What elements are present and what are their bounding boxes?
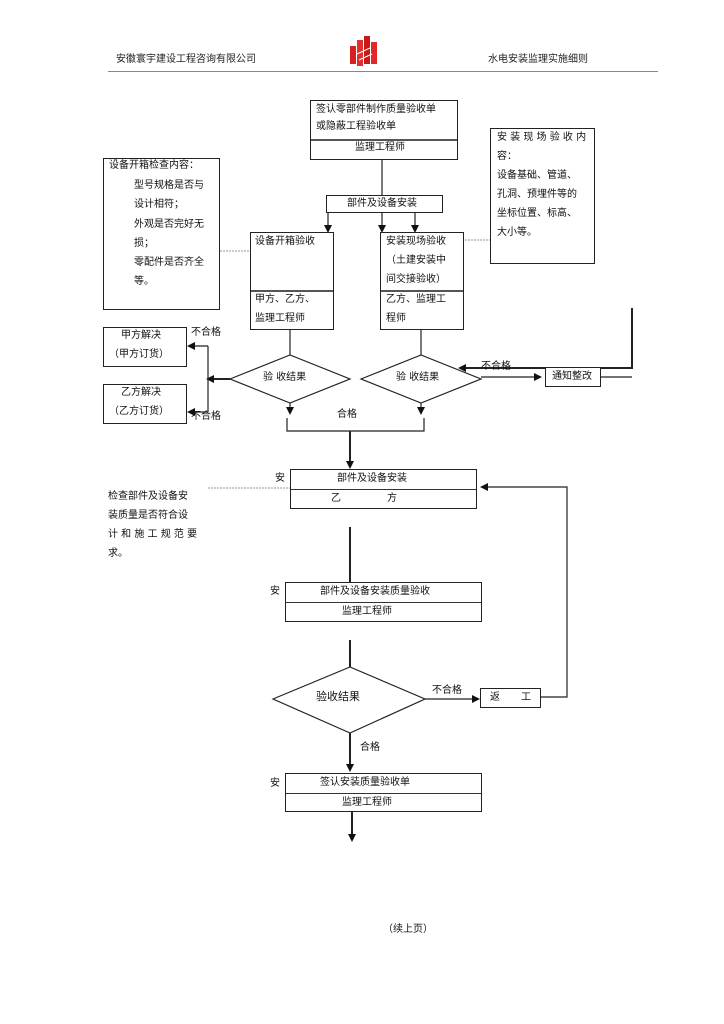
party-b-resolve-box: 乙方解决 （乙方订货） xyxy=(103,384,187,424)
result-bottom-label: 验收结果 xyxy=(316,690,360,703)
pass-label-bottom: 合格 xyxy=(360,742,380,753)
quality-note-line: 检查部件及设备安 xyxy=(108,491,188,502)
decision-diamond-bottom xyxy=(271,666,427,734)
install-side-char: 安 xyxy=(270,586,280,597)
box-text: 甲方解决 xyxy=(121,330,161,341)
pass-label-top: 合格 xyxy=(337,409,357,420)
document-title: 水电安装监理实施细则 xyxy=(488,54,588,65)
quality-acceptance-box: 部件及设备安装质量验收 监理工程师 xyxy=(285,582,482,622)
company-name: 安徽寰宇建设工程咨询有限公司 xyxy=(116,54,256,65)
role-text: 监理工程师 xyxy=(342,606,392,617)
header-divider xyxy=(108,71,658,72)
role-text: 监理工程师 xyxy=(255,313,305,324)
quality-note-line: 求。 xyxy=(108,548,128,559)
box-text: （乙方订货） xyxy=(109,406,169,417)
box-text: 工 xyxy=(521,692,531,703)
box-text: 部件及设备安装 xyxy=(347,198,417,209)
note-line: 设计相符； xyxy=(134,199,184,210)
role-text: 甲方、乙方、 xyxy=(255,294,315,305)
sign-install-acceptance-box: 签认安装质量验收单 监理工程师 xyxy=(285,773,482,812)
box-text: 或隐蔽工程验收单 xyxy=(316,121,396,132)
continued-label: （续上页） xyxy=(383,924,433,935)
role-text: 程师 xyxy=(386,313,406,324)
note-line: 大小等。 xyxy=(497,227,537,238)
note-line: 安 装 现 场 验 收 内 xyxy=(497,132,587,143)
box-text: 通知整改 xyxy=(552,371,592,382)
role-text: 方 xyxy=(387,493,397,504)
box-text: 安装现场验收 xyxy=(386,236,446,247)
note-line: 设备开箱检查内容： xyxy=(109,160,199,171)
box-text: 签认安装质量验收单 xyxy=(320,777,410,788)
role-text: 监理工程师 xyxy=(342,797,392,808)
box-text: （甲方订货） xyxy=(109,349,169,360)
fail-label-rework: 不合格 xyxy=(432,685,462,696)
box-text: 签认零部件制作质量验收单 xyxy=(316,104,436,115)
note-line: 外观是否完好无 xyxy=(134,219,204,230)
parts-install-top-box: 部件及设备安装 xyxy=(326,195,443,213)
unpack-check-content-note: 设备开箱检查内容： 型号规格是否与 设计相符； 外观是否完好无 损； 零配件是否… xyxy=(103,158,220,310)
result-right-label: 验 收结果 xyxy=(396,372,440,383)
quality-note-line: 装质量是否符合设 xyxy=(108,510,188,521)
decision-diamond-left xyxy=(228,354,352,404)
decision-diamond-right xyxy=(359,354,483,404)
install-side-char: 安 xyxy=(270,778,280,789)
note-line: 容： xyxy=(497,151,517,162)
role-text: 乙方、监理工 xyxy=(386,294,446,305)
company-logo xyxy=(348,34,380,68)
parts-install-box: 部件及设备安装 乙 方 xyxy=(290,469,477,509)
note-line: 等。 xyxy=(134,276,154,287)
sign-parts-acceptance-box: 签认零部件制作质量验收单 或隐蔽工程验收单 监理工程师 xyxy=(310,100,458,160)
note-line: 型号规格是否与 xyxy=(134,180,204,191)
role-text: 乙 xyxy=(331,493,341,504)
result-left-label: 验 收结果 xyxy=(263,372,307,383)
box-text: 间交接验收） xyxy=(386,274,446,285)
unpack-acceptance-box: 设备开箱验收 甲方、乙方、 监理工程师 xyxy=(250,232,334,330)
note-line: 设备基础、管道、 xyxy=(497,170,577,181)
note-line: 损； xyxy=(134,238,154,249)
note-line: 坐标位置、标高、 xyxy=(497,208,577,219)
box-text: 部件及设备安装 xyxy=(337,473,407,484)
note-line: 孔洞、预埋件等的 xyxy=(497,189,577,200)
site-acceptance-content-note: 安 装 现 场 验 收 内 容： 设备基础、管道、 孔洞、预埋件等的 坐标位置、… xyxy=(490,128,595,264)
party-a-resolve-box: 甲方解决 （甲方订货） xyxy=(103,327,187,367)
role-text: 监理工程师 xyxy=(355,142,405,153)
box-text: （土建安装中 xyxy=(386,255,446,266)
install-side-char: 安 xyxy=(275,473,285,484)
note-line: 零配件是否齐全 xyxy=(134,257,204,268)
box-text: 设备开箱验收 xyxy=(255,236,315,247)
quality-note-line: 计 和 施 工 规 范 要 xyxy=(108,529,198,540)
box-text: 返 xyxy=(490,692,500,703)
fail-label-notify: 不合格 xyxy=(481,361,511,372)
site-acceptance-box: 安装现场验收 （土建安装中 间交接验收） 乙方、监理工 程师 xyxy=(380,232,464,330)
box-text: 部件及设备安装质量验收 xyxy=(320,586,430,597)
box-text: 乙方解决 xyxy=(121,387,161,398)
rework-box: 返 工 xyxy=(480,688,541,708)
fail-label-b: 不合格 xyxy=(191,411,221,422)
fail-label-a: 不合格 xyxy=(191,327,221,338)
notify-rectify-box: 通知整改 xyxy=(545,367,601,387)
